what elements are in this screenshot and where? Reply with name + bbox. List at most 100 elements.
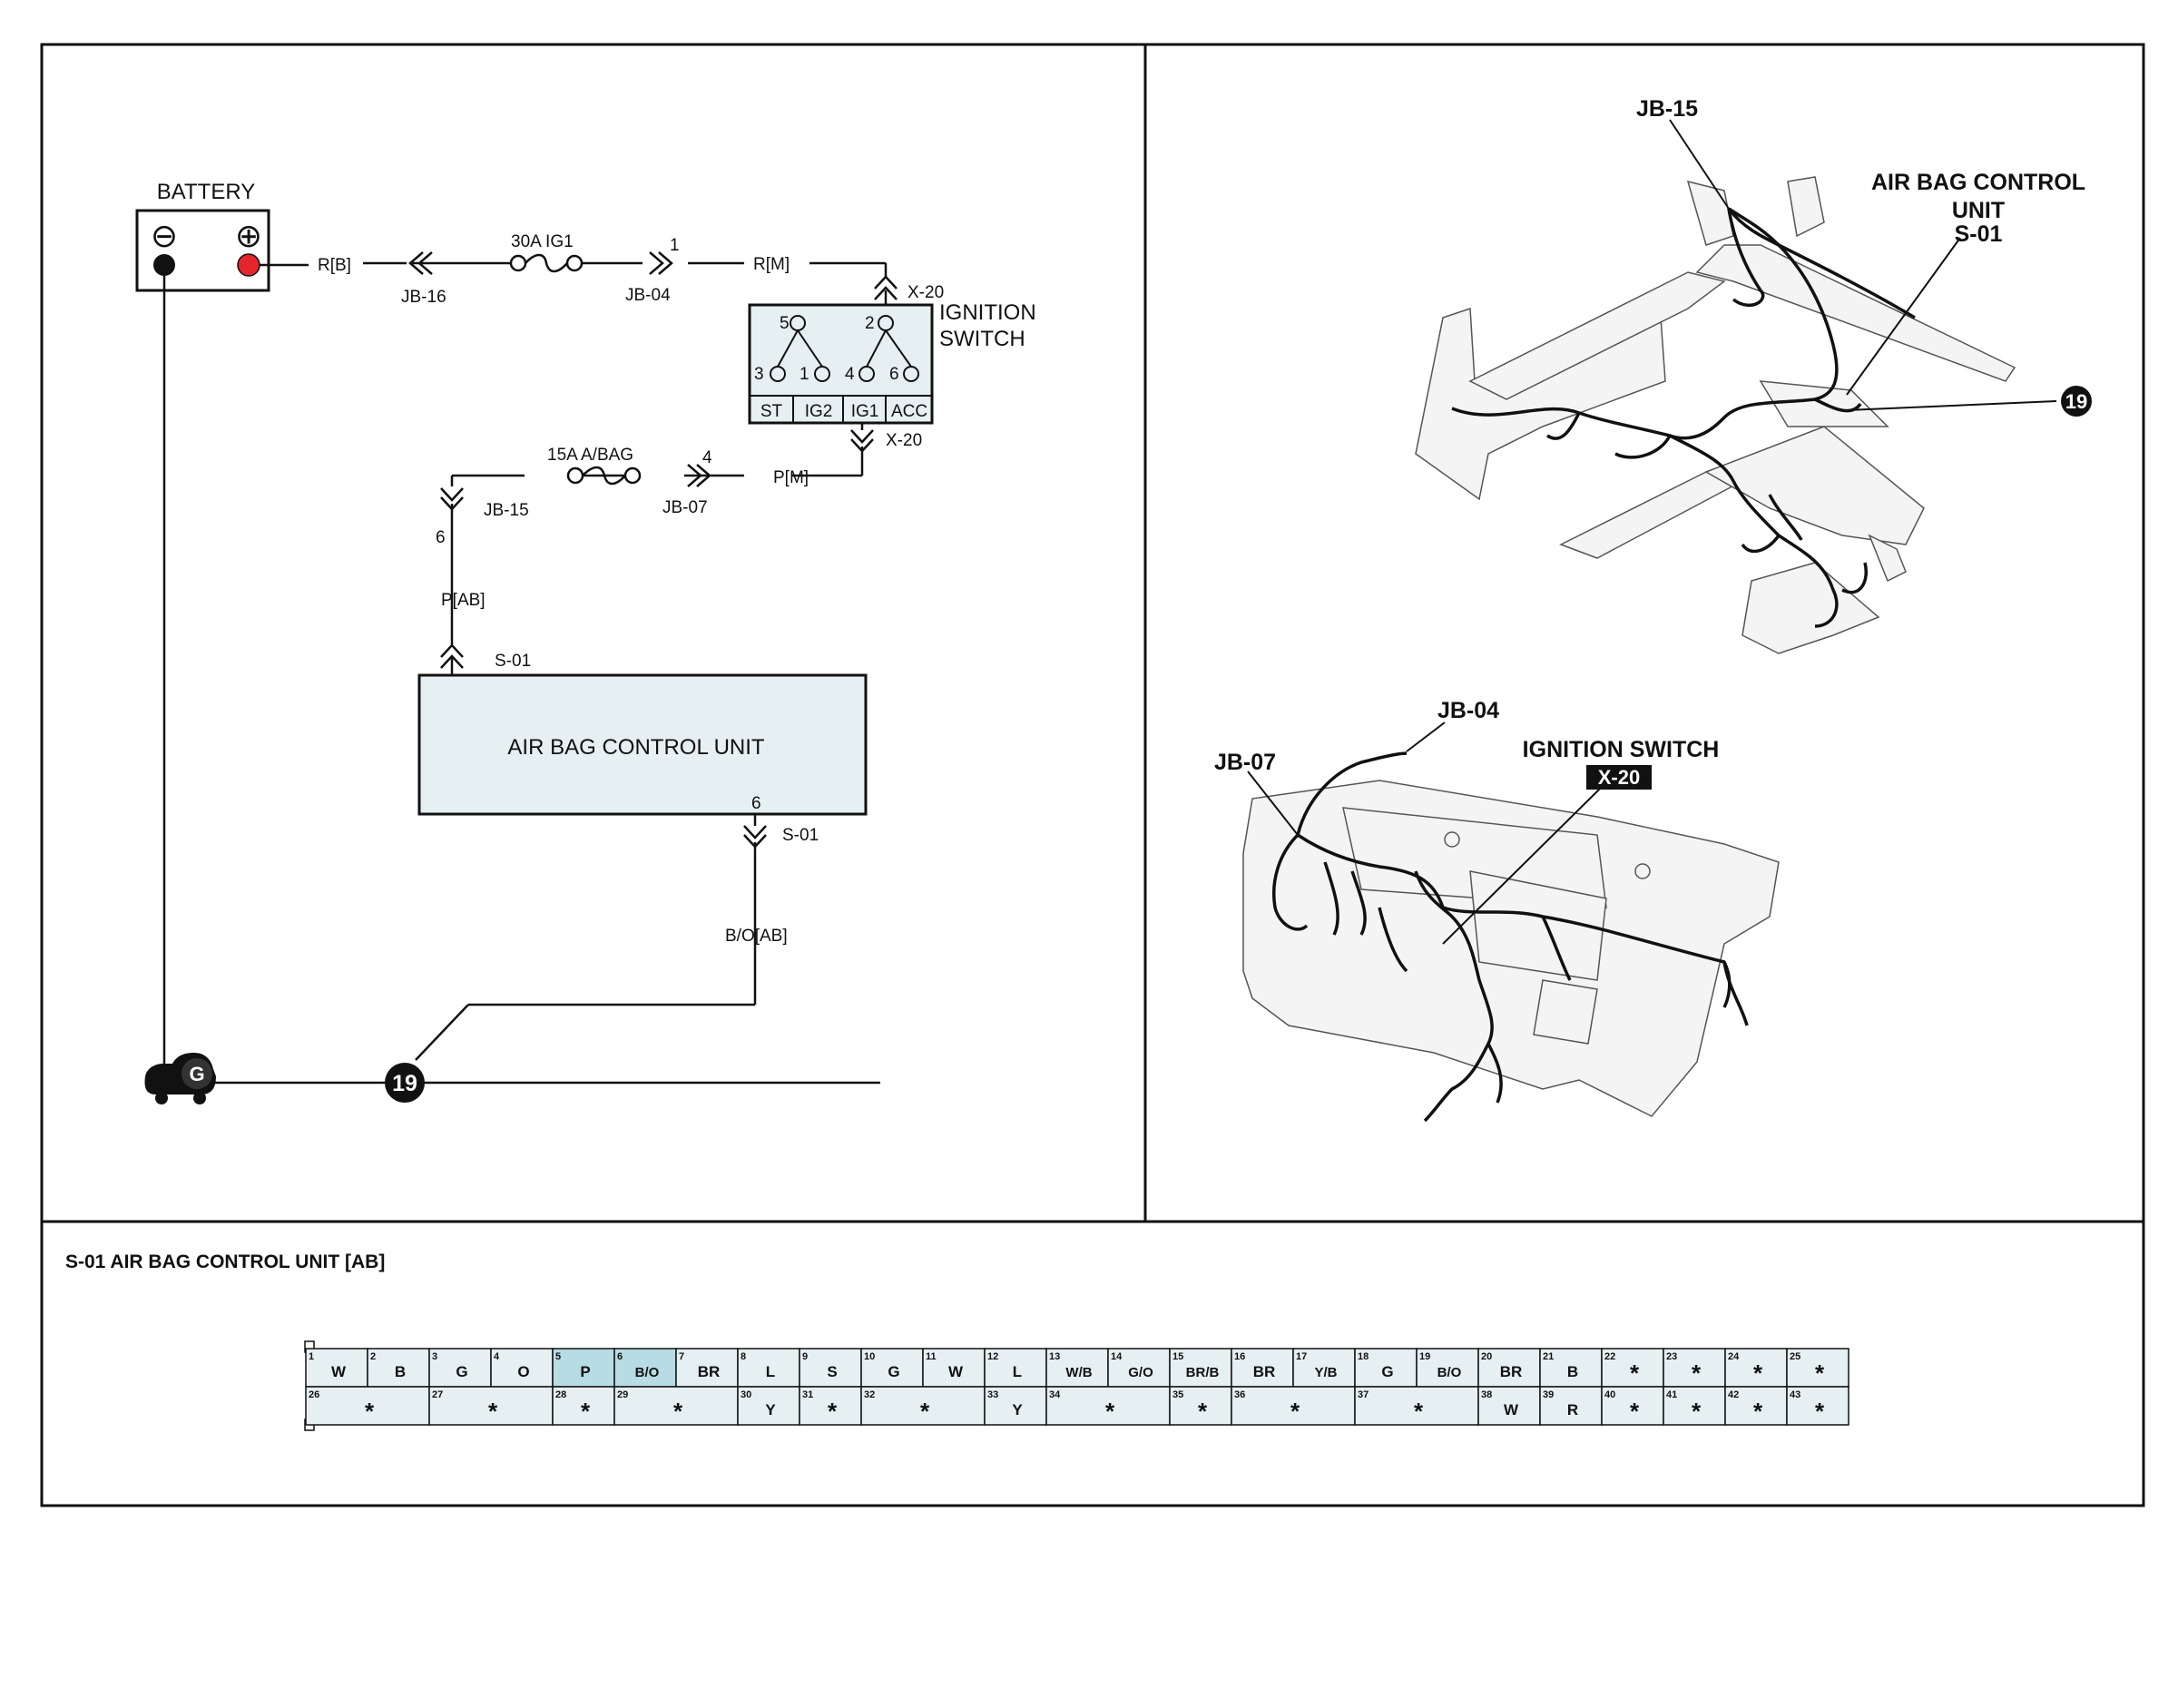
ground-point-19-icon: 19 [385,1063,425,1103]
pin-wire-color: L [1013,1363,1022,1380]
pin-wire-color: G [1381,1363,1393,1380]
sw-pin-4: 4 [845,365,855,384]
pin-number: 3 [432,1351,437,1362]
svg-text:19: 19 [392,1071,417,1096]
unit-pointer [1846,237,1961,396]
connector-pin-30: 30Y [737,1386,800,1426]
wire-label-boab: B/O[AB] [725,927,788,946]
locator-unit-label-1: AIR BAG CONTROL [1871,170,2085,195]
locator-ground-19-icon: 19 [2061,386,2092,417]
pin-number: 7 [679,1351,684,1362]
ignition-switch: 5 2 3 1 4 6 ST IG2 IG1 ACC [748,303,934,425]
connector-pin-5: 5P [552,1348,615,1388]
fuse-30a [509,253,584,273]
connector-pin-39: 39R [1539,1386,1603,1426]
battery-negative-terminal [153,254,175,276]
pin-wire-color: G/O [1128,1365,1153,1380]
pin-wire-color: BR [1253,1363,1276,1380]
locator-ignition-label: IGNITION SWITCH [1523,737,1720,762]
pin-wire-color: R [1567,1401,1578,1418]
pin-number: 42 [1728,1389,1739,1400]
connector-pin-7: 7BR [675,1348,739,1388]
pin-number: 16 [1234,1351,1245,1362]
pin-number: 5 [555,1351,561,1362]
pin-wire-color: B/O [635,1365,660,1380]
pin-number: 15 [1172,1351,1183,1362]
page-frame [40,43,2145,1507]
pin-number: 19 [1419,1351,1430,1362]
connector-pin-2: 2B [367,1348,430,1388]
pin-wire-color: BR [698,1363,721,1380]
battery-positive-terminal [237,253,260,277]
pin-wire-color: * [1753,1360,1763,1387]
pin-number: 17 [1296,1351,1307,1362]
pin-wire-color: W [1504,1401,1519,1418]
connector-pin-11: 11W [922,1348,986,1388]
pin-wire-color: * [365,1398,375,1425]
jb07-pointer [1247,771,1299,836]
pin-wire-color: * [1290,1398,1300,1425]
connector-pin-25: 25 * [1786,1348,1849,1388]
connector-pin-4: 4O [490,1348,554,1388]
connector-panel: S-01 AIR BAG CONTROL UNIT [AB] 1W2B3G4O5… [65,1252,1849,1431]
pin-number: 39 [1543,1389,1554,1400]
locator-jb15-label: JB-15 [1636,96,1698,122]
pin-wire-color: * [1692,1360,1702,1387]
sw-position-acc: ACC [891,402,927,421]
pin-wire-color: B [1567,1363,1578,1380]
battery-negative-symbol: ⊖ [151,217,178,254]
battery-box [135,209,270,292]
jb16-label: JB-16 [401,288,446,307]
locator-bottom-panel: JB-04 JB-07 IGNITION SWITCH X-20 [1214,698,1780,1123]
pin-wire-color: * [1815,1360,1825,1387]
pin-number: 25 [1790,1351,1800,1362]
sw-pin-2: 2 [865,314,875,333]
connector-pin-21: 21B [1539,1348,1603,1388]
jb04-pointer [1406,721,1446,752]
pin-number: 4 [494,1351,500,1362]
pin-wire-color: * [673,1398,683,1425]
connector-pin-40: 40* [1601,1386,1664,1426]
connector-pin-22: 22* [1601,1348,1664,1388]
sw-position-ig2: IG2 [805,402,833,421]
locator-x20-badge [1586,765,1652,790]
pin-wire-color: * [1414,1398,1424,1425]
pin-wire-color: * [1815,1398,1825,1425]
connector-pin-37: 37* [1354,1386,1479,1426]
locator-top-panel: JB-15 AIR BAG CONTROL UNIT S-01 19 [1415,96,2092,654]
jb15-label: JB-15 [484,501,529,520]
pin-number: 20 [1481,1351,1492,1362]
connector-pin-1: 1W [305,1348,368,1388]
pin-wire-color: * [581,1398,591,1425]
connector-pin-38: 38W [1477,1386,1541,1426]
connector-pin-28: 28* [552,1386,615,1426]
wire-label-pab: P[AB] [441,591,486,610]
connector-pin-42: 42* [1724,1386,1788,1426]
connector-pin-26: 26* [305,1386,430,1426]
pin-wire-color: * [1105,1398,1115,1425]
locator-jb07-label: JB-07 [1214,750,1276,775]
pin-number: 13 [1049,1351,1060,1362]
x20-top-label: X-20 [908,283,944,302]
pin-number: 38 [1481,1389,1492,1400]
pin-wire-color: BR [1500,1363,1523,1380]
pin-number: 29 [617,1389,628,1400]
pin-number: 21 [1543,1351,1554,1362]
jb15-pointer [1669,119,1730,210]
pin-wire-color: Y [765,1401,776,1418]
wire-label-pm: P[M] [773,468,809,487]
x20-pointer [1442,788,1601,945]
connector-pin-27: 27* [428,1386,554,1426]
pin-wire-color: * [1630,1360,1640,1387]
pin-number: 18 [1358,1351,1369,1362]
locator-unit-label-2: UNIT [1952,198,2005,223]
battery-positive-symbol: ⊕ [235,217,262,254]
battery-label: BATTERY [157,180,255,204]
pin-wire-color: S [827,1363,837,1380]
pin-number: 30 [741,1389,751,1400]
pin-wire-color: * [1198,1398,1208,1425]
sw-pin-1: 1 [800,365,809,384]
